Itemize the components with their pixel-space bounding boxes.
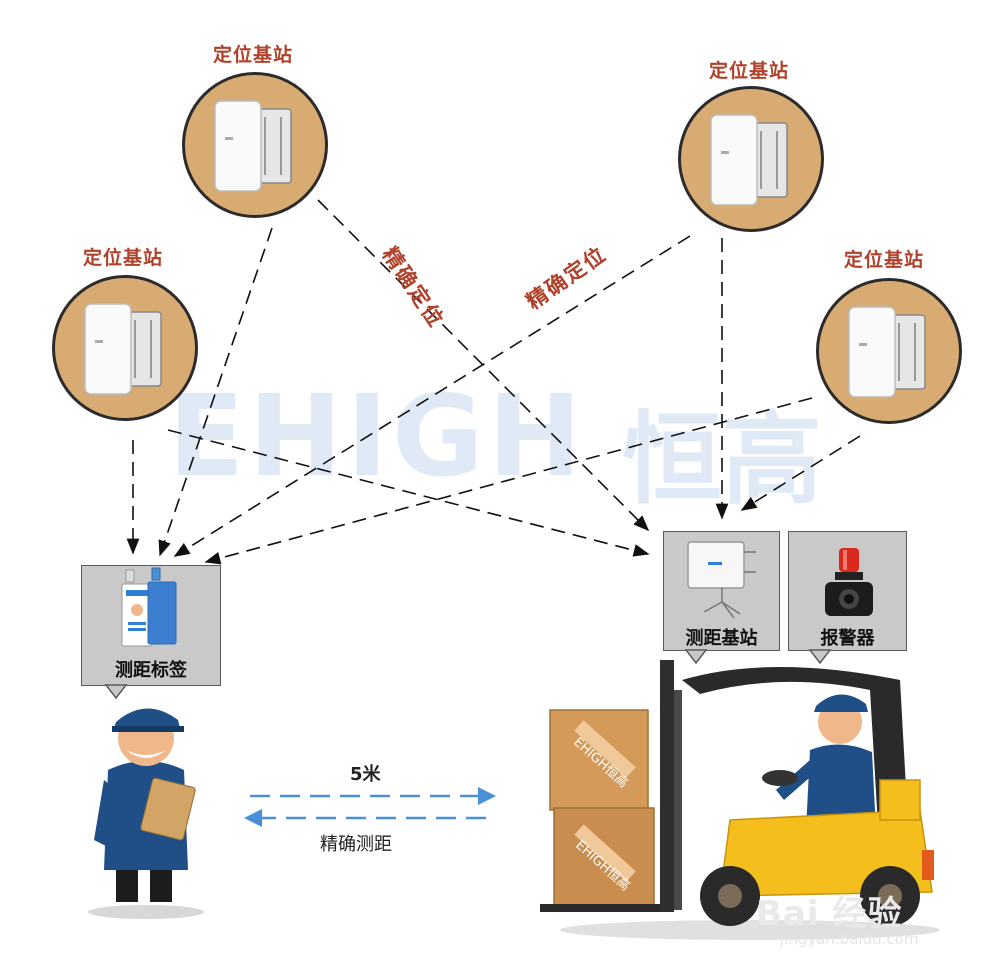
callout-pointer-station — [684, 649, 708, 665]
link-midright-station — [740, 435, 861, 511]
alarm-siren-icon — [825, 548, 873, 616]
station-mid-right — [816, 278, 962, 424]
corner-watermark-brand: Bai 经验 — [756, 894, 903, 934]
station-label-mid-right: 定位基站 — [844, 249, 925, 271]
range-caption: 精确测距 — [320, 834, 392, 855]
station-top-right — [678, 86, 824, 232]
station-mid-left — [52, 275, 198, 421]
worker-illustration — [88, 708, 204, 919]
positioning-station-device-icon — [848, 306, 926, 398]
link-topleft-tag — [158, 227, 273, 557]
callout-pointer-tag — [104, 684, 128, 700]
link-topright-tag — [173, 235, 691, 557]
station-top-left — [182, 72, 328, 218]
positioning-station-device-icon — [214, 100, 292, 192]
badge-tag-icon — [121, 567, 177, 647]
ranging-station-label: 测距基站 — [685, 628, 758, 649]
station-label-mid-left: 定位基站 — [83, 247, 164, 269]
positioning-station-device-icon — [84, 303, 162, 395]
range-arrows — [244, 787, 496, 827]
corner-watermark-url: jingyan.baidu.com — [780, 930, 919, 948]
callout-ranging-station: 测距基站 — [663, 531, 780, 651]
alarm-label: 报警器 — [820, 628, 875, 649]
callout-ranging-tag: 测距标签 — [81, 565, 221, 686]
range-distance: 5米 — [350, 764, 381, 785]
positioning-station-device-icon — [710, 114, 788, 206]
link-topleft-station — [317, 199, 650, 532]
link-midright-tag — [204, 397, 813, 565]
link-midleft-station — [167, 429, 650, 557]
ranging-tag-label: 测距标签 — [115, 660, 187, 681]
callout-alarm: 报警器 — [788, 531, 907, 651]
callout-pointer-alarm — [808, 649, 832, 665]
station-label-top-left: 定位基站 — [213, 44, 294, 66]
ranging-station-device-icon — [687, 541, 756, 619]
station-label-top-right: 定位基站 — [709, 60, 790, 82]
forklift-illustration — [540, 660, 940, 940]
